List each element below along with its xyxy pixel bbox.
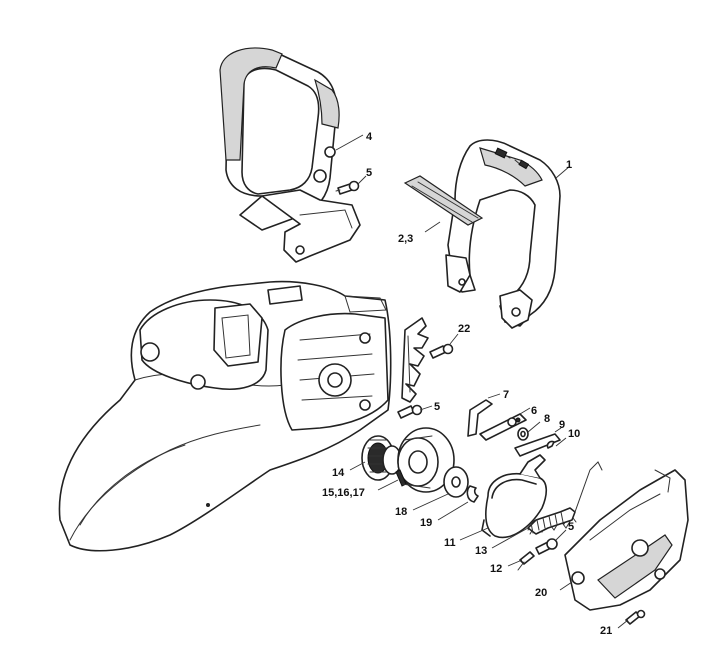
- callout-9: 9: [559, 419, 565, 431]
- sticker-strip: [403, 175, 484, 226]
- sprocket-cover-20: [564, 469, 689, 611]
- clip-10: [546, 440, 555, 449]
- engine-housing: [58, 280, 392, 552]
- spur-sprocket-14: [361, 435, 402, 481]
- callout-5-middle: 5: [434, 401, 440, 413]
- callout-1: 1: [566, 159, 572, 171]
- callout-22: 22: [458, 323, 470, 335]
- screw-5-middle: [397, 404, 423, 419]
- screw-12: [517, 551, 535, 571]
- spiked-bumper-plate: [401, 317, 429, 403]
- callout-10: 10: [568, 428, 580, 440]
- callout-15-16-17: 15,16,17: [322, 487, 365, 499]
- screw-5-upper: [335, 180, 360, 195]
- rear-handle: [219, 47, 364, 263]
- callout-13: 13: [475, 545, 487, 557]
- callout-21: 21: [600, 625, 612, 637]
- e-clip-19: [466, 485, 479, 503]
- callout-5-upper: 5: [366, 167, 372, 179]
- brake-lever-7: [467, 399, 493, 437]
- callout-labels: 1 2,3 4 5 22 5 7 6 8 9 10 14 15,16,17 18…: [322, 131, 612, 637]
- callout-11: 11: [444, 537, 456, 549]
- lever-6: [479, 413, 527, 441]
- chain-brake-handguard: [445, 139, 561, 329]
- callout-8: 8: [544, 413, 550, 425]
- callout-19: 19: [420, 517, 432, 529]
- callout-14: 14: [332, 467, 345, 479]
- callout-12: 12: [490, 563, 502, 575]
- washer-8: [517, 427, 529, 441]
- screw-22: [429, 343, 454, 359]
- screw-21: [625, 609, 646, 625]
- part-9: [514, 433, 561, 457]
- callout-18: 18: [395, 506, 407, 518]
- callout-20: 20: [535, 587, 547, 599]
- callout-5-lower: 5: [568, 521, 574, 533]
- screw-5-lower: [535, 538, 558, 555]
- callout-2-3: 2,3: [398, 233, 413, 245]
- callout-6: 6: [531, 405, 537, 417]
- clutch-drum: [395, 427, 455, 493]
- callout-4: 4: [366, 131, 373, 143]
- washer-18: [443, 466, 469, 498]
- callout-7: 7: [503, 389, 509, 401]
- brake-band-11: [481, 454, 548, 539]
- spring-13: [527, 461, 603, 535]
